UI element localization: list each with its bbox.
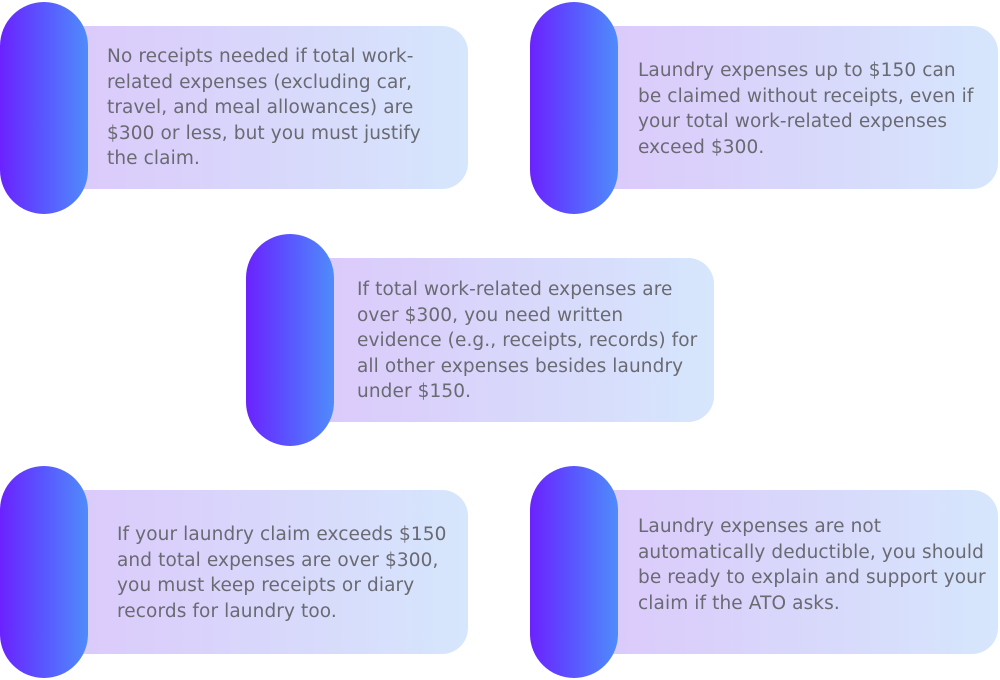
card-accent-pill — [246, 234, 334, 446]
card-text: Laundry expenses up to $150 can be claim… — [638, 60, 974, 158]
card-panel — [48, 26, 468, 189]
card-panel — [578, 490, 998, 654]
card-accent-pill — [530, 2, 618, 214]
card-text: If total work-related expenses are over … — [357, 279, 698, 402]
card-accent-pill — [0, 2, 88, 214]
card-panel — [294, 258, 714, 422]
card-panel — [578, 26, 998, 189]
card-text: If your laundry claim exceeds $150 and t… — [117, 524, 447, 622]
card-panel — [48, 490, 468, 654]
card-text: Laundry expenses are not automatically d… — [638, 516, 986, 614]
card-accent-pill — [0, 466, 88, 678]
card-accent-pill — [530, 466, 618, 678]
card-text: No receipts needed if total work-related… — [107, 46, 421, 169]
